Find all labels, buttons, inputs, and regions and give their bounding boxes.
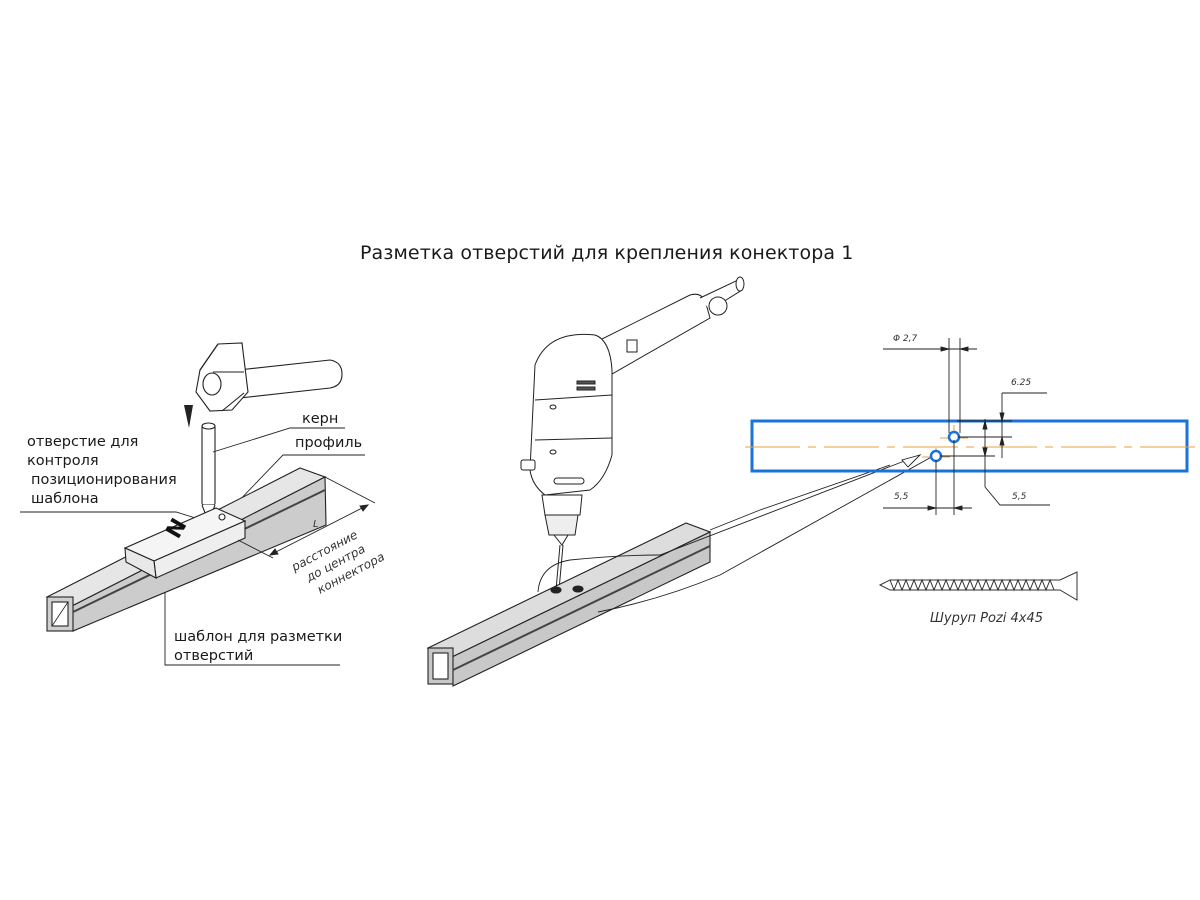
center-punch-icon bbox=[201, 422, 216, 524]
callout-lines bbox=[537, 454, 936, 613]
screw-label: Шуруп Pozi 4x45 bbox=[930, 611, 1044, 626]
dim-vertical-bottom: 5,5 bbox=[1012, 492, 1027, 502]
dimension-lines-right bbox=[883, 338, 1050, 515]
profile-center bbox=[426, 522, 712, 687]
label-profile: профиль bbox=[295, 435, 363, 451]
screw-icon bbox=[878, 571, 1078, 601]
label-control-hole-3: позиционирования bbox=[31, 472, 177, 488]
label-template-1: шаблон для разметки bbox=[174, 629, 343, 645]
template-plate bbox=[123, 507, 247, 579]
dimension-L-symbol: L bbox=[313, 519, 319, 530]
drill-icon bbox=[520, 276, 745, 591]
label-control-hole-2: контроля bbox=[27, 453, 99, 469]
label-control-hole-1: отверстие для bbox=[27, 434, 139, 450]
down-arrow-icon bbox=[184, 405, 193, 428]
label-control-hole-4: шаблона bbox=[31, 491, 99, 507]
label-template-2: отверстий bbox=[174, 648, 254, 664]
dim-vertical-top: 6.25 bbox=[1011, 378, 1032, 388]
dim-hole-diameter: Φ 2,7 bbox=[893, 334, 918, 344]
profile-detail bbox=[745, 419, 1196, 473]
hole-lower bbox=[929, 449, 943, 463]
dimension-L bbox=[237, 476, 376, 559]
diagram-title: Разметка отверстий для крепления конекто… bbox=[360, 242, 854, 264]
dim-horizontal: 5,5 bbox=[894, 492, 909, 502]
label-punch: керн bbox=[302, 411, 339, 427]
hammer-icon bbox=[195, 342, 343, 412]
